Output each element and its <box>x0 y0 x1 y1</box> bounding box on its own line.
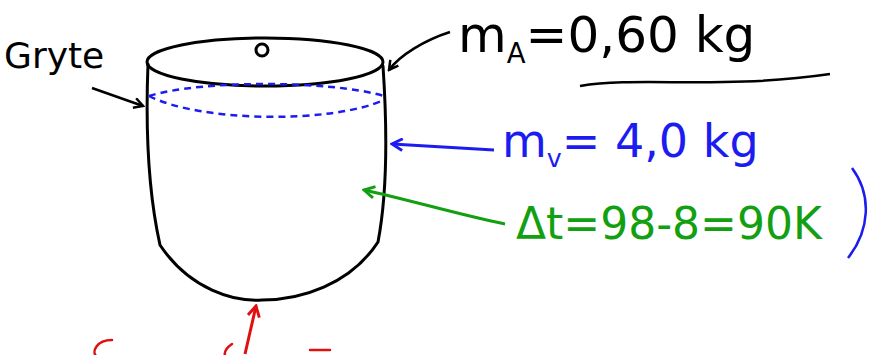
annotation: m <box>458 6 507 64</box>
leader-arrow <box>92 88 143 106</box>
leader-arrow <box>392 144 494 150</box>
pot-body <box>147 64 386 300</box>
annotation: Δt=98-8=90K <box>516 198 822 249</box>
pot-drawing <box>147 38 386 300</box>
water-level <box>149 84 384 117</box>
label-group: mA=0,60 kg <box>458 8 755 68</box>
lid-hole <box>256 44 268 56</box>
pot-lid <box>147 38 383 86</box>
underline <box>580 74 830 86</box>
leader-arrow <box>364 190 505 224</box>
label-group: mv= 4,0 kg <box>502 116 759 173</box>
leader-arrow <box>389 32 450 70</box>
subscript: v <box>547 144 562 173</box>
heat-arrow <box>245 306 256 354</box>
cropped-strokes <box>95 340 330 355</box>
label-group: Gryte <box>4 36 104 76</box>
bracket-curve <box>848 168 866 258</box>
subscript: A <box>507 37 526 69</box>
label-group: Δt=98-8=90K <box>516 200 822 248</box>
annotation: Gryte <box>4 35 104 76</box>
annotation: m <box>502 114 547 168</box>
annotation: = 4,0 kg <box>562 114 759 168</box>
annotation: =0,60 kg <box>526 6 756 64</box>
